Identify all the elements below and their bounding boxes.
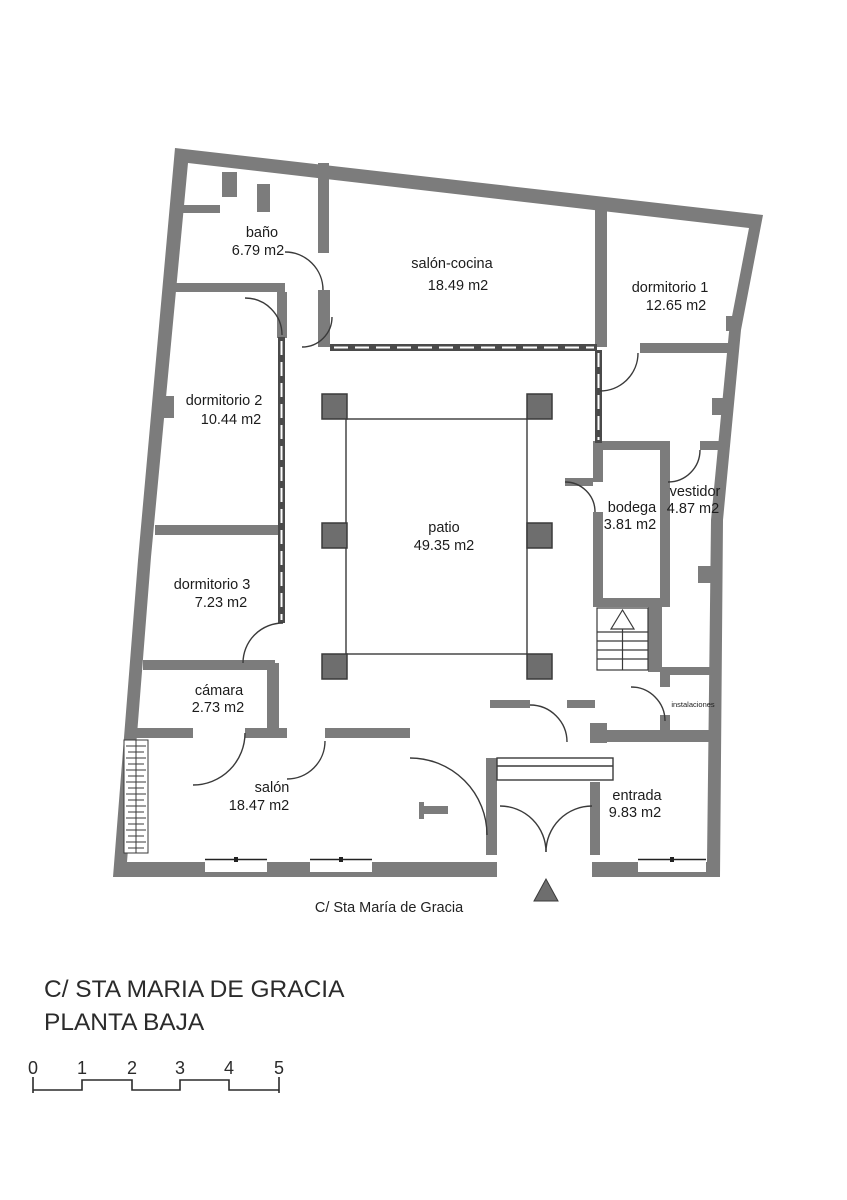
door-dormitorio-1 [599,352,639,392]
room-label-patio: patio 49.35 m2 [414,520,474,554]
room-label-bano: baño 6.79 m2 [232,225,284,259]
patio-courtyard [321,393,553,680]
room-label-instalaciones: instalaciones [671,700,715,709]
svg-text:4.87 m2: 4.87 m2 [667,501,719,517]
svg-text:salón-cocina: salón-cocina [411,256,493,272]
svg-text:49.35 m2: 49.35 m2 [414,538,474,554]
stair-direction-arrow [609,608,636,630]
window [205,855,267,872]
svg-text:cámara: cámara [195,683,244,699]
svg-text:18.47 m2: 18.47 m2 [229,798,289,814]
pillar [321,393,348,420]
window [310,855,372,872]
door-arcs [192,251,701,853]
room-label-vestidor: vestidor 4.87 m2 [667,484,721,517]
pillar [526,653,553,680]
wall-jog [726,316,740,331]
entrance-opening [497,853,592,879]
svg-text:1: 1 [77,1058,87,1078]
svg-text:3: 3 [175,1058,185,1078]
svg-text:0: 0 [28,1058,38,1078]
door-salon-gallery [286,740,326,780]
svg-text:10.44 m2: 10.44 m2 [201,412,261,428]
svg-text:baño: baño [246,225,278,241]
scale-bar-line [32,1077,280,1093]
room-label-entrada: entrada 9.83 m2 [609,788,663,821]
svg-text:6.79 m2: 6.79 m2 [232,243,284,259]
scale-bar: 0 1 2 3 4 5 [28,1058,284,1093]
patio-outline [345,418,528,655]
svg-text:vestidor: vestidor [670,484,721,500]
title-line-1: C/ STA MARIA DE GRACIA [44,976,345,1003]
door-bano [284,251,324,291]
wall-stub [160,396,174,418]
svg-text:3.81 m2: 3.81 m2 [604,517,656,533]
pillar [321,522,348,549]
facade-windows [205,855,706,872]
door-bodega [564,481,596,513]
room-label-dormitorio-2: dormitorio 2 10.44 m2 [186,393,263,428]
svg-text:bodega: bodega [608,500,657,516]
title-block: C/ STA MARIA DE GRACIA PLANTA BAJA [44,976,345,1036]
exterior-walls [113,148,763,877]
door-dormitorio-3 [242,622,284,664]
svg-text:dormitorio 1: dormitorio 1 [632,280,709,296]
interior-walls [127,163,732,855]
staircase [596,607,649,671]
room-label-salon-cocina: salón-cocina 18.49 m2 [411,256,493,294]
pillar [321,653,348,680]
svg-text:entrada: entrada [612,788,662,804]
door-instalaciones [630,686,666,722]
room-label-dormitorio-3: dormitorio 3 7.23 m2 [174,577,251,611]
door-gallery-nw [301,316,333,348]
svg-text:2: 2 [127,1058,137,1078]
pillar [526,393,553,420]
svg-text:5: 5 [274,1058,284,1078]
entrance-door-left [499,805,547,853]
room-label-bodega: bodega 3.81 m2 [604,500,657,533]
svg-text:dormitorio 3: dormitorio 3 [174,577,251,593]
svg-text:dormitorio 2: dormitorio 2 [186,393,263,409]
window [638,855,706,872]
svg-text:patio: patio [428,520,459,536]
door-camara [192,732,246,786]
hatched-strip [123,739,149,854]
door-salon-main [409,757,488,836]
svg-text:salón: salón [255,780,290,796]
svg-text:18.49 m2: 18.49 m2 [428,278,488,294]
door-vestibule [529,704,568,743]
svg-text:4: 4 [224,1058,234,1078]
room-label-salon: salón 18.47 m2 [229,780,290,814]
room-label-camara: cámara 2.73 m2 [192,683,244,716]
door-vestidor [667,449,701,483]
svg-text:7.23 m2: 7.23 m2 [195,595,247,611]
street-label: C/ Sta María de Gracia [315,900,464,916]
wall-jog [698,566,722,583]
pillar [526,522,553,549]
svg-text:12.65 m2: 12.65 m2 [646,298,706,314]
entrance-marker-triangle [533,877,559,902]
wall-jog [712,398,726,415]
scale-numbers: 0 1 2 3 4 5 [28,1058,284,1078]
courtyard-glazing [278,337,602,623]
svg-text:2.73 m2: 2.73 m2 [192,700,244,716]
entrance-step [496,757,614,781]
svg-text:9.83 m2: 9.83 m2 [609,805,661,821]
room-label-dormitorio-1: dormitorio 1 12.65 m2 [632,280,709,314]
entrance-door-right [545,805,593,853]
door-dormitorio-2 [244,297,283,336]
room-labels: baño 6.79 m2 salón-cocina 18.49 m2 dormi… [174,225,721,821]
title-line-2: PLANTA BAJA [44,1009,205,1036]
